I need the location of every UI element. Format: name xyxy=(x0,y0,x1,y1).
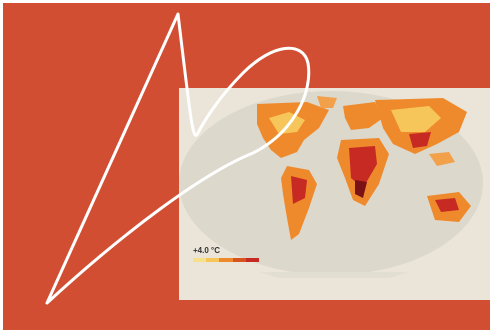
world-heat-map xyxy=(179,91,483,278)
africa-hot-zones xyxy=(349,146,377,188)
slide-canvas: +4.0 °C xyxy=(3,3,490,330)
legend-swatch xyxy=(219,258,233,262)
africa-max-zone xyxy=(355,180,367,198)
continent-southeast-asia xyxy=(429,152,455,166)
continent-europe xyxy=(343,102,383,130)
temperature-map-panel: +4.0 °C xyxy=(179,88,490,300)
legend-swatch xyxy=(206,258,220,262)
map-legend: +4.0 °C xyxy=(193,244,293,262)
legend-value: +4.0 °C xyxy=(193,246,220,255)
legend-color-scale xyxy=(193,258,260,262)
continent-greenland xyxy=(317,96,337,108)
asia-high-zones xyxy=(409,132,431,148)
asia-hot-zones xyxy=(391,106,441,132)
legend-swatch xyxy=(245,258,260,262)
legend-swatch xyxy=(232,258,246,262)
legend-swatch xyxy=(193,258,207,262)
australia-hot-zone xyxy=(435,198,459,212)
continent-antarctica xyxy=(259,272,409,278)
